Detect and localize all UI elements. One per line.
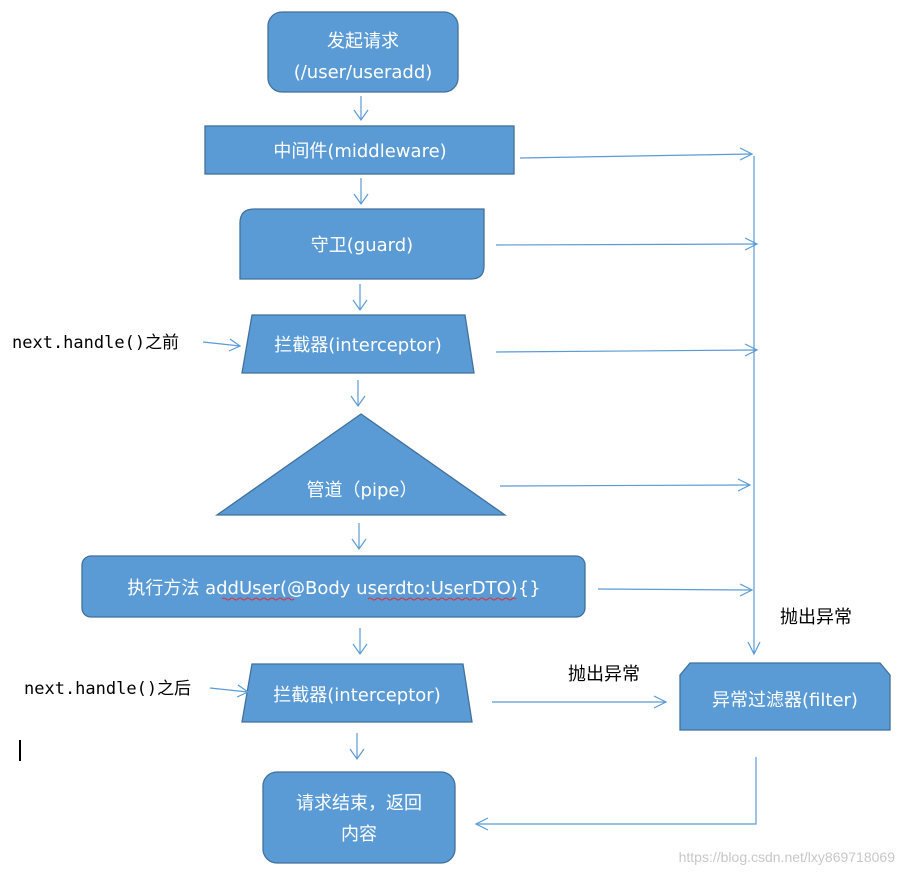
exception-filter-label: 异常过滤器(filter) <box>712 690 858 711</box>
arrow-interceptor-exception <box>495 343 759 357</box>
exception-arrows <box>474 147 761 831</box>
end-node: 请求结束，返回 内容 <box>262 771 456 864</box>
before-handle-suffix: 之前 <box>145 333 179 353</box>
middleware-node: 中间件(middleware) <box>204 125 515 175</box>
pipe-label: 管道（pipe） <box>307 480 418 501</box>
throw-exception-label-right: 抛出异常 <box>780 607 852 628</box>
watermark: https://blog.csdn.net/lxy869718069 <box>679 849 896 865</box>
arrow-pipe-to-handler <box>351 523 367 551</box>
spellcheck-underline-method <box>221 597 295 601</box>
arrow-guard-exception <box>495 237 759 251</box>
throw-exception-label-bottom: 抛出异常 <box>568 664 640 685</box>
collector-line-to-filter <box>747 156 761 656</box>
middleware-label: 中间件(middleware) <box>273 141 446 162</box>
arrow-guard-to-interceptor <box>352 284 368 312</box>
handler-label-middle: (@Body <box>280 578 356 599</box>
arrow-interceptor-to-pipe <box>350 380 366 408</box>
before-handle-code: next.handle() <box>12 333 145 353</box>
guard-label: 守卫(guard) <box>311 235 413 256</box>
arrow-pipe-exception <box>499 478 752 492</box>
arrow-handler-exception <box>597 583 754 597</box>
start-node-line2: (/user/useradd) <box>294 62 433 83</box>
after-handle-suffix: 之后 <box>157 679 191 699</box>
arrow-start-to-middleware <box>353 96 369 122</box>
handler-label-suffix: :UserDTO) <box>425 578 518 599</box>
arrow-after-interceptor-to-filter <box>492 695 668 709</box>
arrow-interceptor-to-end <box>349 733 365 761</box>
end-node-line2: 内容 <box>341 824 377 845</box>
handler-node: 执行方法 addUser(@Body userdto:UserDTO){} <box>81 555 586 618</box>
interceptor-before-node: 拦截器(interceptor) <box>241 314 475 374</box>
arrow-filter-to-end <box>474 757 757 831</box>
handler-method-name: addUser <box>205 578 281 599</box>
handler-label-braces: {} <box>518 578 541 599</box>
interceptor-after-label: 拦截器(interceptor) <box>273 685 440 706</box>
start-node: 发起请求 (/user/useradd) <box>267 11 459 93</box>
handler-param-name: userdto <box>356 578 424 599</box>
annotation-after-handle: next.handle()之后 <box>24 679 250 699</box>
main-flow-arrows <box>349 96 369 761</box>
interceptor-after-node: 拦截器(interceptor) <box>241 663 473 723</box>
start-node-line1: 发起请求 <box>327 31 399 52</box>
interceptor-before-label: 拦截器(interceptor) <box>274 335 441 356</box>
after-handle-code: next.handle() <box>24 679 157 699</box>
arrow-middleware-exception <box>519 147 754 161</box>
svg-text:next.handle()之前: next.handle()之前 <box>12 333 179 353</box>
end-node-line1: 请求结束，返回 <box>296 793 422 814</box>
spellcheck-underline-param <box>367 597 517 601</box>
pipe-node: 管道（pipe） <box>214 413 508 516</box>
arrow-handler-to-interceptor <box>352 628 368 656</box>
annotation-before-handle: next.handle()之前 <box>12 333 242 353</box>
exception-filter-node: 异常过滤器(filter) <box>679 662 891 731</box>
arrow-middleware-to-guard <box>353 178 369 206</box>
handler-label: 执行方法 addUser(@Body userdto:UserDTO){} <box>127 578 540 599</box>
handler-label-prefix: 执行方法 <box>127 578 205 599</box>
svg-text:next.handle()之后: next.handle()之后 <box>24 679 191 699</box>
guard-node: 守卫(guard) <box>239 208 485 280</box>
